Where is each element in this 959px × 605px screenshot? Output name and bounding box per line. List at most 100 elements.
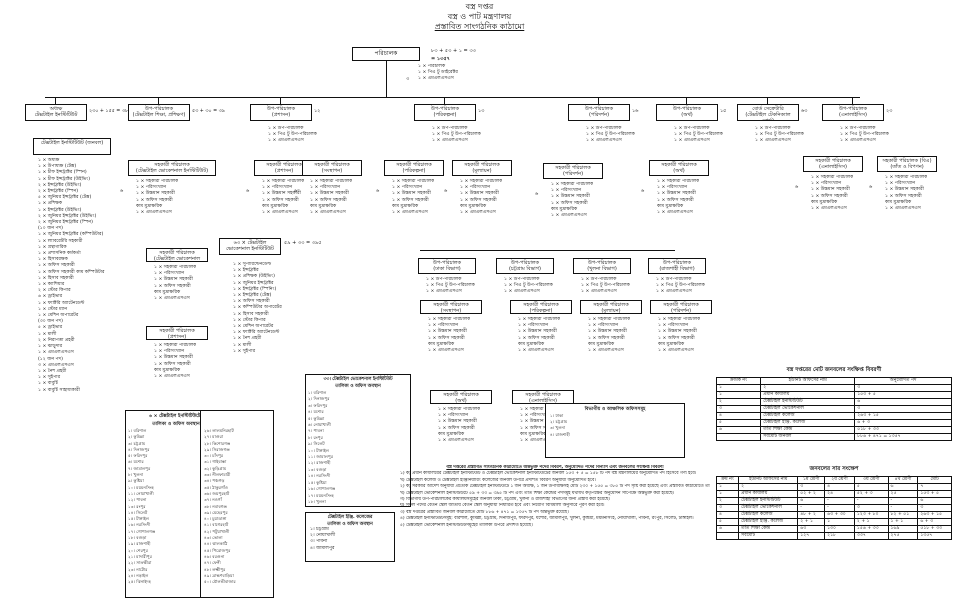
location-item: ১৩। রংপুর: [128, 503, 146, 509]
table-cell: তাঁত শিক্ষা কেন্দ্র: [738, 525, 799, 533]
table-cell: ১৫৬ + ৩৩: [853, 525, 889, 533]
staff-item: ১ × উপ-পরিচালক: [432, 126, 468, 131]
staff-item: ১ × অফিস সহকারী: [657, 197, 694, 203]
table-cell: ৫: [853, 483, 889, 491]
staff-item: ৫ × জুনিয়র ইন্সট্রাক্টর (টেক্স): [38, 195, 92, 201]
staff-item: কাম মুদ্রাক্ষরিক: [438, 431, 465, 437]
staff-item: ১ × এমএলএসএস: [268, 138, 304, 144]
staff-item: কাম মুদ্রাক্ষরিক: [518, 341, 545, 347]
table-cell: ১৩০: [824, 525, 855, 533]
staff-item: ১ × পরিসংখ্যান: [438, 413, 469, 419]
staff-item: (১০ জন পদ): [38, 226, 63, 232]
staff-item: ১ × উচ্চমান সহকারী: [551, 194, 590, 200]
staff-item: ১ × এমএলএসএস: [520, 438, 556, 444]
table-header: ৩য় শ্রেণী: [853, 476, 889, 484]
level2-count: ১২: [314, 109, 321, 114]
staff-item: ১ × এমএলএসএস: [432, 138, 468, 144]
location-item: ৩১। গাইবান্ধা: [204, 459, 227, 465]
regional-bus: [420, 250, 675, 251]
connector: [280, 97, 281, 104]
location-item: ৩৬। জয়পুরহাট: [204, 490, 230, 496]
location-item: ১। চট্টগ্রাম: [310, 527, 329, 532]
staff-item: ১ × পরিসংখ্যান: [588, 323, 619, 329]
offices-title: বিভাগীয় ও আঞ্চলিক অফিসসমূহ: [584, 407, 646, 412]
staff-item: ১ × উচ্চমান সহকারী: [392, 191, 431, 197]
note-line: ঘ) সকল পদের বেতন স্কেল জাতীয় বেতন স্কেল…: [400, 503, 605, 509]
sub-box: সহকারী পরিচালক (পরিদর্শন): [650, 300, 712, 314]
note-line: ২) ক) সরকারি আদেশ অনুযায়ী প্রত্যেক টেক্…: [400, 484, 710, 490]
table-header: মোট: [917, 476, 952, 484]
staff-item: ১ × অফিস সহকারী: [233, 299, 270, 305]
note-line: ১) ক) প্রধান কার্যালয়ের টেক্সটাইল ইনস্ট…: [400, 471, 697, 477]
staff-item: ১ × পরিসংখ্যান: [310, 185, 341, 191]
staff-item: ১ × মেশিন অপারেটর: [233, 324, 274, 330]
location-item: ১০। ময়মনসিংহ: [128, 484, 154, 490]
staff-item: কাম মুদ্রাক্ষরিক: [154, 289, 181, 295]
staff-item: ১ × সহকারী পরিচালক: [520, 407, 563, 412]
staff-item: ১ × পিএ টু উপ-পরিচালক: [426, 283, 475, 289]
location-item: ৪। রাজশাহী: [550, 431, 570, 437]
staff-item: ১ × পরিচালক: [418, 64, 446, 69]
location-item: ৩৫। ঠাকুরগাঁও: [204, 484, 228, 490]
location-item: ২৬। লালমনিরহাট: [204, 428, 234, 433]
table-cell: -: [887, 504, 919, 512]
staff-item: ১ × পরিসংখ্যান: [551, 188, 582, 194]
staff-item: ১ × এমএলএসএস: [840, 138, 876, 144]
location-item: ১৪। সিলেট: [128, 509, 148, 515]
location-item: ৩। ফরিদপুর: [308, 402, 328, 408]
staff-item: ১ × উপাধ্যক্ষ (টেক্স): [38, 164, 77, 170]
staff-item: ১ × মেশিন অপারেটর: [38, 313, 79, 319]
staff-item: ১ × ঝাড়ুদার: [38, 344, 63, 350]
level2-count: ৫৩ + ৩০ = ৩৯: [192, 109, 225, 114]
staff-item: ২ × স্টোর কিপার: [38, 288, 71, 294]
sub-count: ৬: [376, 188, 380, 194]
staff-item: ১ × এমএলএসএস: [428, 348, 464, 354]
connector: [686, 97, 687, 104]
note-line: গ) বিভাগীয় উপ-পরিচালকের কার্যালয়সমূহের…: [400, 497, 611, 503]
staff-item: ১ × পিএ টু উপ-পরিচালক: [432, 132, 481, 138]
staff-item: ১ × সহকারী পরিচালক: [588, 317, 631, 322]
location-item: ২৯। সিরাজগঞ্জ: [204, 446, 230, 452]
staff-item: কাম মুদ্রাক্ষরিক: [460, 203, 487, 209]
staff-item: ১ × প্রশাসনিক কর্মকর্তা: [38, 251, 81, 257]
staff-item: ১ × অফিস সহকারী: [310, 197, 347, 203]
staff-item: ১ × ইন্সট্রাক্টর (উইভিং): [38, 207, 82, 213]
table-cell: ৬৩ + ৩০: [824, 511, 855, 519]
sub-box: সহকারী পরিচালক (বিএ) (তাঁত ও বিপণন): [877, 156, 937, 172]
table-cell: টেক্সটাইল ইনস্টিটিউট: [760, 398, 856, 406]
sub-box: সহকারী পরিচালক (এনালাইসিস): [803, 156, 863, 172]
staff-item: ৬ × ড্রাইভার: [38, 294, 63, 300]
table-cell: ১: [824, 518, 855, 526]
staff-item: ১ × অফিস সহকারী কাম কম্পিউটার: [38, 269, 105, 275]
staff-item: ১ × পরিসংখ্যান: [154, 349, 185, 355]
staff-item: ১ × অফিস সহকারী: [885, 193, 922, 199]
notes-title: বস্ত্র দপ্তরের প্রস্তাবিত সাংগঠনিক কাঠাম…: [446, 465, 664, 470]
staff-item: ১ × এমএলএসএস: [581, 289, 617, 295]
staff-item: ১ × পিএ টু উপ-পরিচালক: [755, 132, 804, 138]
staff-item: ১ × অফিস সহকারী: [811, 193, 848, 199]
table-cell: ৩৩৭: [853, 532, 889, 540]
staff-item: ১ × উচ্চমান সহকারী: [885, 187, 924, 193]
staff-item: ১ × উচ্চমান সহকারী: [520, 419, 559, 425]
location-item: ৪। যশোর: [308, 409, 324, 415]
table-cell: সর্বমোট: [738, 532, 799, 540]
staff-item: ১ × অফিস সহকারী: [154, 361, 191, 367]
staff-item: ১ × অধ্যক্ষ: [38, 158, 60, 163]
staff-item: ১ × পরিসংখ্যান: [392, 185, 423, 191]
staff-item: ১ × এমএলএসএস: [586, 138, 622, 144]
table-cell: ২ + ১: [797, 518, 826, 526]
detail-title: জনবলের সার সংক্ষেপ: [809, 466, 859, 472]
staff-item: ১ × সুপারিন্টেনডেন্ট: [233, 262, 272, 267]
staff-item: ১ × পরিসংখ্যান: [520, 413, 551, 419]
sub-box: সহকারী পরিচালক (টেক্সটাইল ভোকেশনাল ইনস্ট…: [128, 160, 216, 176]
